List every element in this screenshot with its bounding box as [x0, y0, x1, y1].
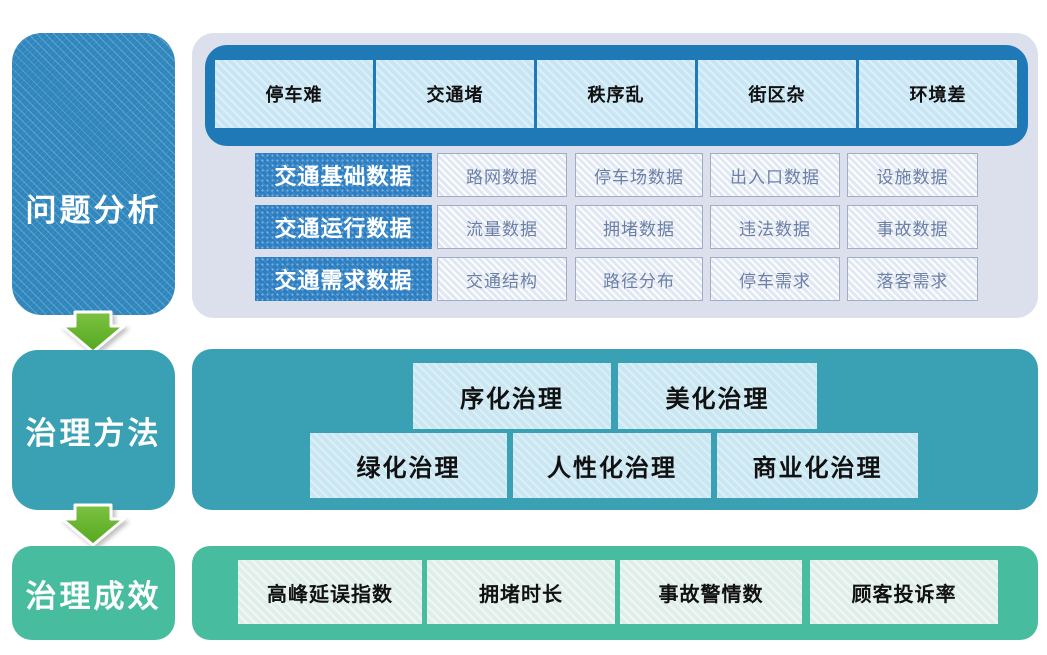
data-item-label: 交通结构	[466, 271, 538, 291]
stage-label-problem-analysis: 问题分析	[25, 192, 162, 228]
data-category-label: 交通运行数据	[274, 216, 413, 241]
data-item-label: 停车场数据	[594, 167, 684, 187]
method-label: 序化治理	[460, 385, 564, 413]
issue-label: 交通堵	[426, 85, 484, 105]
method-label: 美化治理	[665, 385, 770, 413]
issues-bar: 停车难 交通堵 秩序乱 街区杂 环境差	[205, 45, 1028, 146]
data-item-box: 落客需求	[847, 257, 978, 301]
problem-analysis-panel: 停车难 交通堵 秩序乱 街区杂 环境差 交通基础数据 路网数据 停车场数据 出入…	[192, 33, 1038, 318]
data-item-box: 违法数据	[710, 205, 840, 249]
governance-method-panel: 序化治理 美化治理 绿化治理 人性化治理 商业化治理	[192, 349, 1038, 510]
data-item-box: 拥堵数据	[575, 205, 703, 249]
data-item-label: 流量数据	[466, 219, 538, 239]
data-item-box: 出入口数据	[710, 153, 840, 197]
data-category-box: 交通需求数据	[255, 257, 432, 301]
metric-label: 事故警情数	[658, 583, 764, 606]
issue-box: 停车难	[215, 60, 373, 128]
data-category-label: 交通基础数据	[274, 164, 413, 189]
data-item-label: 事故数据	[876, 219, 949, 239]
metric-label: 高峰延误指数	[267, 583, 393, 606]
data-item-box: 事故数据	[847, 205, 978, 249]
data-item-label: 拥堵数据	[603, 219, 675, 239]
data-category-label: 交通需求数据	[274, 268, 413, 293]
issue-box: 秩序乱	[537, 60, 695, 128]
issue-label: 街区杂	[748, 85, 806, 105]
issue-box: 环境差	[859, 60, 1017, 128]
data-item-box: 路径分布	[575, 257, 703, 301]
metric-label: 拥堵时长	[479, 583, 563, 606]
method-label: 绿化治理	[356, 455, 461, 482]
method-label: 商业化治理	[752, 455, 883, 482]
issue-label: 停车难	[265, 85, 323, 105]
data-item-box: 交通结构	[437, 257, 567, 301]
issue-label: 环境差	[909, 85, 967, 105]
data-item-label: 路径分布	[603, 271, 675, 291]
metric-box: 高峰延误指数	[238, 560, 422, 624]
data-item-label: 设施数据	[876, 167, 949, 187]
data-item-box: 流量数据	[437, 205, 567, 249]
metric-box: 拥堵时长	[427, 560, 615, 624]
method-box: 美化治理	[618, 363, 817, 429]
stage-label-governance-effect: 治理成效	[25, 578, 162, 614]
method-label: 人性化治理	[547, 455, 677, 482]
arrow-down-icon	[60, 503, 126, 547]
arrow-down-icon	[60, 310, 126, 354]
stage-block-problem-analysis: 问题分析	[12, 33, 175, 315]
data-item-label: 落客需求	[876, 271, 949, 291]
data-item-label: 违法数据	[739, 219, 811, 239]
metric-label: 顾客投诉率	[851, 583, 957, 606]
data-item-label: 停车需求	[739, 271, 811, 291]
method-box: 商业化治理	[717, 433, 918, 498]
data-item-box: 停车需求	[710, 257, 840, 301]
stage-block-governance-method: 治理方法	[12, 350, 175, 510]
data-category-box: 交通基础数据	[255, 153, 432, 197]
stage-block-governance-effect: 治理成效	[12, 546, 175, 640]
metric-box: 事故警情数	[620, 560, 802, 624]
data-category-box: 交通运行数据	[255, 205, 432, 249]
data-item-box: 设施数据	[847, 153, 978, 197]
data-item-label: 出入口数据	[730, 167, 820, 187]
issue-box: 交通堵	[376, 60, 534, 128]
issue-label: 秩序乱	[587, 85, 645, 105]
data-item-box: 路网数据	[437, 153, 567, 197]
data-item-box: 停车场数据	[575, 153, 703, 197]
method-box: 绿化治理	[310, 433, 507, 498]
stage-label-governance-method: 治理方法	[25, 415, 162, 451]
issue-box: 街区杂	[698, 60, 856, 128]
method-box: 人性化治理	[513, 433, 711, 498]
governance-effect-panel: 高峰延误指数 拥堵时长 事故警情数 顾客投诉率	[192, 546, 1038, 640]
method-box: 序化治理	[413, 363, 611, 429]
data-item-label: 路网数据	[466, 167, 538, 187]
metric-box: 顾客投诉率	[810, 560, 998, 624]
